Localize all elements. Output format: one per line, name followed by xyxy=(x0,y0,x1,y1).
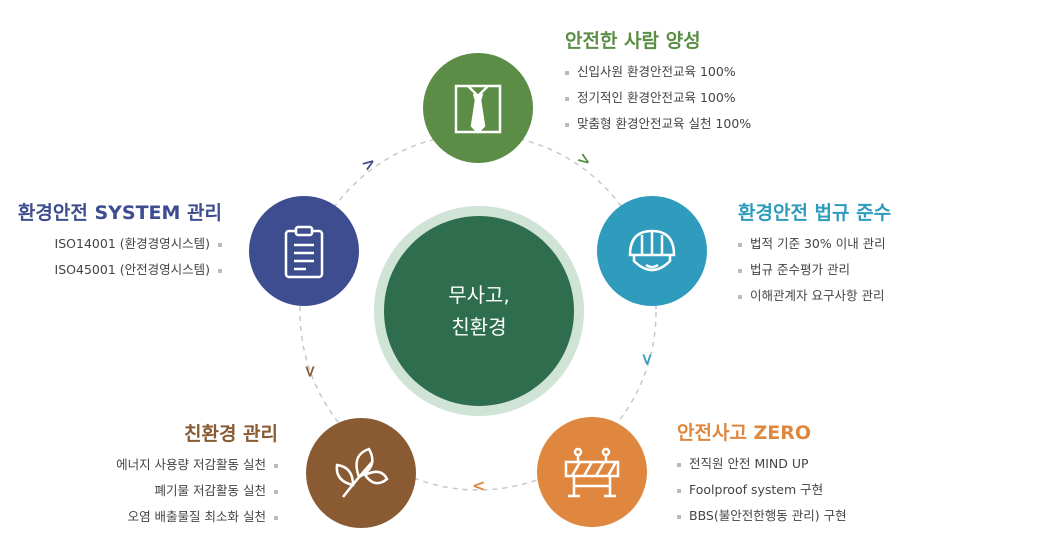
list-item: ISO14001 (환경경영시스템) xyxy=(18,231,222,257)
chevron-arrow-icon: > xyxy=(638,352,658,367)
node-people xyxy=(423,53,533,163)
hard-hat-icon xyxy=(628,229,676,272)
shirt-tie-icon xyxy=(454,84,502,134)
leaf-icon xyxy=(335,447,389,498)
section-title: 친환경 관리 xyxy=(183,423,278,445)
center-circle: 무사고, 친환경 xyxy=(374,206,584,416)
list-item: 전직원 안전 MIND UP xyxy=(677,451,847,477)
section-people: 안전한 사람 양성 신입사원 환경안전교육 100% 정기적인 환경안전교육 1… xyxy=(565,26,751,137)
section-title: 안전한 사람 양성 xyxy=(565,30,701,52)
list-item: 이해관계자 요구사항 관리 xyxy=(738,283,891,309)
list-item: Foolproof system 구현 xyxy=(677,477,847,503)
chevron-arrow-icon: < xyxy=(300,364,320,379)
chevron-arrow-icon: < xyxy=(472,476,486,495)
node-law xyxy=(597,196,707,306)
clipboard-icon xyxy=(284,225,324,279)
list-item: 정기적인 환경안전교육 100% xyxy=(565,85,751,111)
node-system xyxy=(249,196,359,306)
list-item: 폐기물 저감활동 실천 xyxy=(116,478,278,504)
barricade-icon xyxy=(564,447,620,498)
node-zero xyxy=(537,417,647,527)
center-line-1: 무사고, xyxy=(448,283,510,307)
section-system: 환경안전 SYSTEM 관리 ISO14001 (환경경영시스템) ISO450… xyxy=(18,198,222,283)
list-item: ISO45001 (안전경영시스템) xyxy=(18,257,222,283)
section-title: 환경안전 법규 준수 xyxy=(738,202,892,224)
list-item: 신입사원 환경안전교육 100% xyxy=(565,59,751,85)
list-item: BBS(불안전한행동 관리) 구현 xyxy=(677,503,847,529)
section-zero: 안전사고 ZERO 전직원 안전 MIND UP Foolproof syste… xyxy=(677,418,847,529)
list-item: 법규 준수평가 관리 xyxy=(738,257,891,283)
section-eco: 친환경 관리 에너지 사용량 저감활동 실천 폐기물 저감활동 실천 오염 배출… xyxy=(116,419,278,530)
center-line-2: 친환경 xyxy=(451,315,507,339)
section-title: 환경안전 SYSTEM 관리 xyxy=(17,202,222,224)
section-title: 안전사고 ZERO xyxy=(677,422,812,444)
node-eco xyxy=(306,418,416,528)
list-item: 법적 기준 30% 이내 관리 xyxy=(738,231,891,257)
list-item: 오염 배출물질 최소화 실천 xyxy=(116,504,278,530)
section-law: 환경안전 법규 준수 법적 기준 30% 이내 관리 법규 준수평가 관리 이해… xyxy=(738,198,891,309)
list-item: 에너지 사용량 저감활동 실천 xyxy=(116,452,278,478)
list-item: 맞춤형 환경안전교육 실천 100% xyxy=(565,111,751,137)
